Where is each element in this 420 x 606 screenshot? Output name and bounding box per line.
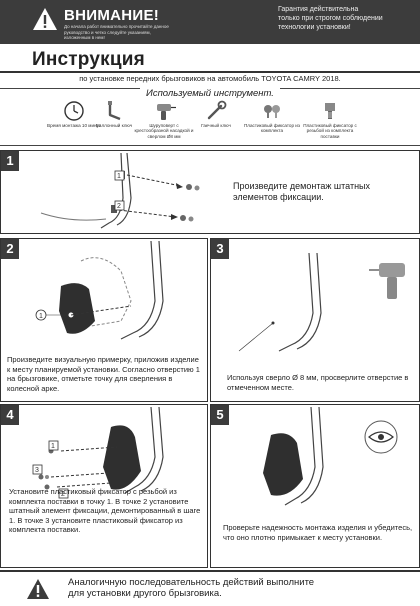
tool-threaded-clip: Пластиковый фиксатор с резьбой из компле… [300, 100, 360, 139]
clock-icon [64, 101, 84, 121]
step-3-panel: 3 Используя сверло Ø 8 мм, просверлите о… [210, 238, 420, 402]
step-3-text: Используя сверло Ø 8 мм, просверлите отв… [227, 373, 409, 392]
step-2-illustration: 1 [35, 241, 164, 340]
warning-bar: ВНИМАНИЕ! До начала работ внимательно пр… [0, 0, 420, 44]
svg-text:2: 2 [61, 491, 65, 498]
step-5-panel: 5 Проверьте надежность монтажа изделия и… [210, 404, 420, 568]
step-5-illustration [263, 407, 398, 506]
page-title: Инструкция [32, 49, 145, 70]
step-1-panel: 1 1 2 Произведите демонтаж штатных элеме… [0, 150, 420, 234]
tool-hex-key: Баллонный ключ [84, 100, 144, 128]
step-4-number: 4 [1, 405, 19, 425]
warning-title: ВНИМАНИЕ! [64, 7, 160, 24]
tool-wrench: Гаечный ключ [186, 100, 246, 128]
title-divider [0, 71, 420, 73]
page-subtitle: по установке передних брызговиков на авт… [79, 74, 341, 83]
step-1-number: 1 [1, 151, 19, 171]
tool-plastic-clip: Пластиковый фиксатор из комплекта [242, 100, 302, 134]
step-2-panel: 2 1 Произведите визуальную примерку, при… [0, 238, 208, 402]
step-2-text: Произведите визуальную примерку, приложи… [7, 355, 200, 393]
step-2-number: 2 [1, 239, 19, 259]
tools-heading: Используемый инструмент. [0, 88, 420, 99]
tool-clock: Время монтажа 10 минут [44, 100, 104, 128]
warning-icon [27, 579, 49, 599]
hex-key-icon [108, 101, 121, 121]
step-4-panel: 4 1 3 2 Установите пластиковый фиксатор … [0, 404, 208, 568]
step-1-illustration: 1 2 [40, 153, 200, 229]
step-4-text: Установите пластиковый фиксатор с резьбо… [9, 487, 201, 535]
wrench-icon [207, 100, 227, 120]
step-1-text: Произведите демонтаж штатных элементов ф… [233, 181, 371, 202]
step-5-number: 5 [211, 405, 229, 425]
svg-text:2: 2 [117, 203, 121, 210]
plastic-clip-icon [264, 105, 280, 118]
step-5-text: Проверьте надежность монтажа изделия и у… [223, 523, 413, 542]
footer-text: Аналогичную последовательность действий … [68, 577, 315, 599]
svg-text:1: 1 [39, 313, 43, 320]
tool-screwdriver: Шуруповерт с крестообразной насадкой и с… [134, 100, 194, 139]
guarantee-note: Гарантия действительна только при строго… [278, 6, 383, 31]
screwdriver-icon [157, 104, 176, 120]
svg-text:1: 1 [51, 443, 55, 450]
threaded-clip-icon [325, 103, 335, 119]
step-3-illustration [238, 252, 405, 352]
footer-note: Аналогичную последовательность действий … [0, 570, 420, 606]
warning-icon [33, 8, 57, 30]
svg-text:3: 3 [35, 467, 39, 474]
step-4-illustration: 1 3 2 [32, 407, 164, 499]
step-3-number: 3 [211, 239, 229, 259]
svg-text:1: 1 [117, 173, 121, 180]
warning-subtext: До начала работ внимательно прочитайте д… [64, 24, 169, 40]
